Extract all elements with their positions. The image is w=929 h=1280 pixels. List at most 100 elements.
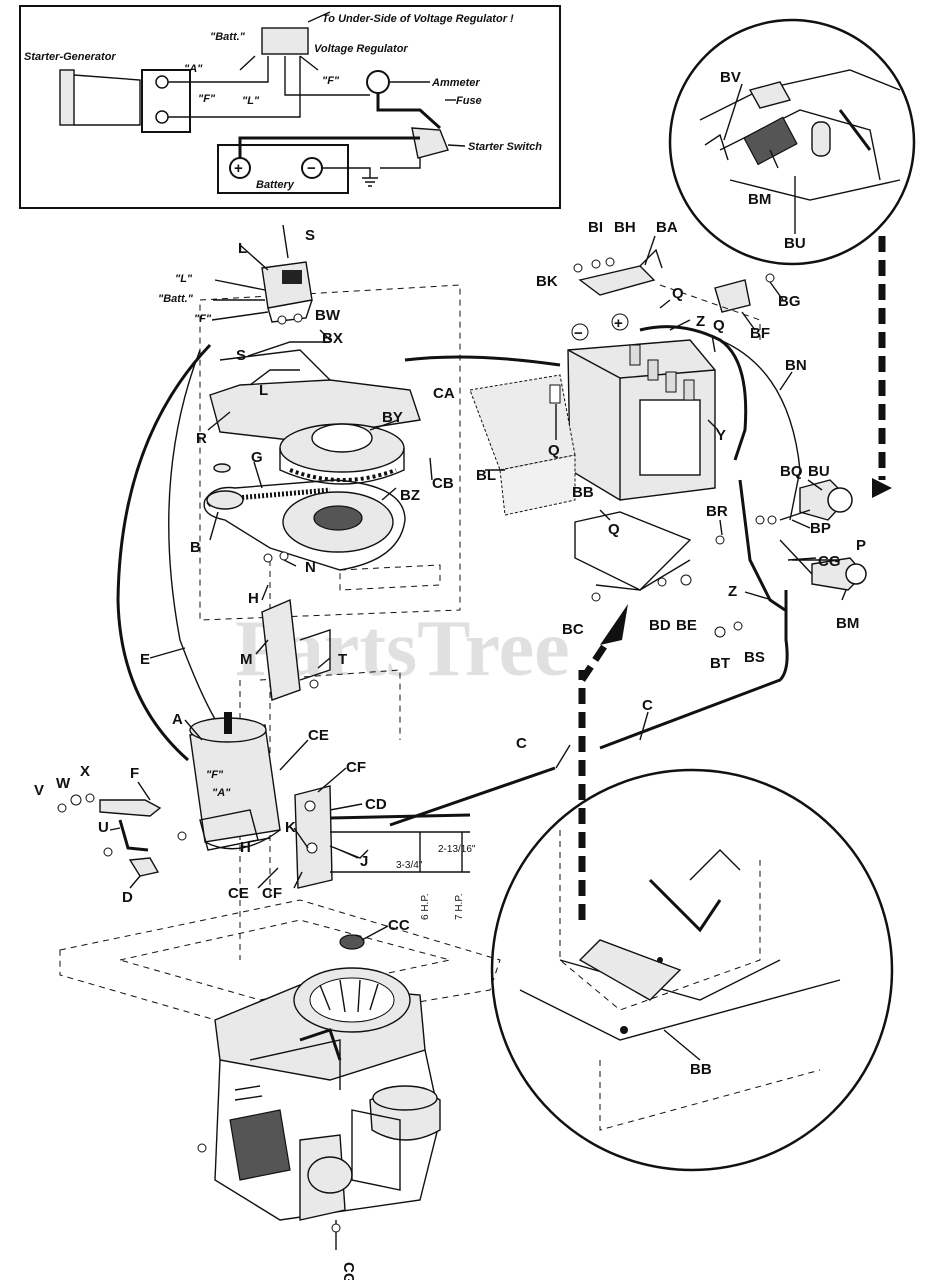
label-H-mid: H bbox=[248, 590, 259, 607]
label-E: E bbox=[140, 651, 150, 668]
hp-6-label: 6 H.P. bbox=[420, 894, 431, 921]
wiring-title: To Under-Side of Voltage Regulator ! bbox=[322, 13, 514, 25]
detail-circle-bottom bbox=[490, 768, 894, 1172]
reg-f-label: "F" bbox=[322, 75, 340, 87]
part-d bbox=[128, 857, 160, 877]
label-S-mid: S bbox=[236, 347, 246, 364]
bracket-m bbox=[261, 598, 301, 701]
label-BZ: BZ bbox=[400, 487, 420, 504]
label-L-mid: L bbox=[259, 382, 268, 399]
label-BR: BR bbox=[706, 503, 728, 520]
battery-plus-label: + bbox=[234, 160, 243, 177]
detail-circle-top bbox=[668, 18, 916, 266]
label-Q-2: Q bbox=[713, 317, 725, 334]
label-M: M bbox=[240, 651, 253, 668]
label-C-mid: C bbox=[516, 735, 527, 752]
reg-terminal-f-label: "F" bbox=[194, 313, 212, 325]
ground-symbol bbox=[362, 177, 378, 187]
gen-a-terminal-label: "A" bbox=[212, 787, 231, 799]
label-BI: BI bbox=[588, 219, 603, 236]
label-BP: BP bbox=[810, 520, 831, 537]
label-CC: CC bbox=[388, 917, 410, 934]
cable-e bbox=[116, 343, 212, 762]
bracket-ba bbox=[578, 265, 656, 296]
pulley-by bbox=[279, 423, 405, 485]
label-BK: BK bbox=[536, 273, 558, 290]
starter-switch-label: Starter Switch bbox=[468, 141, 542, 153]
battery-tray bbox=[574, 511, 692, 591]
label-BX: BX bbox=[322, 330, 343, 347]
label-BB-mid: BB bbox=[572, 484, 594, 501]
label-Y: Y bbox=[716, 427, 726, 444]
nut-cc bbox=[339, 934, 365, 950]
belt-g bbox=[203, 479, 406, 571]
starter-generator-label: Starter-Generator bbox=[24, 51, 116, 63]
reg-terminal-l-label: "L" bbox=[175, 273, 193, 285]
label-BS: BS bbox=[744, 649, 765, 666]
label-L-top: L bbox=[238, 240, 247, 257]
label-C-right: C bbox=[642, 697, 653, 714]
gen-f-label: "F" bbox=[198, 93, 216, 105]
cable-bn bbox=[719, 339, 801, 521]
label-CG-bottom: CG bbox=[340, 1262, 357, 1280]
label-CD: CD bbox=[365, 796, 387, 813]
label-CG-right: CG bbox=[818, 553, 841, 570]
cable-c-right bbox=[599, 590, 789, 750]
link-f bbox=[99, 799, 162, 817]
part-labels: S L S BW BX L R BY G CA CB BZ B N H M T … bbox=[34, 69, 866, 1280]
label-CB: CB bbox=[432, 475, 454, 492]
label-F: F bbox=[130, 765, 139, 782]
label-BM-circle: BM bbox=[748, 191, 771, 208]
gen-terminal-a bbox=[155, 75, 169, 89]
label-T: T bbox=[338, 651, 347, 668]
label-BM-right: BM bbox=[836, 615, 859, 632]
label-BU-circle: BU bbox=[784, 235, 806, 252]
cowling-r bbox=[209, 379, 421, 441]
label-CE-low: CE bbox=[228, 885, 249, 902]
gen-terminal-f bbox=[155, 110, 169, 124]
label-BB-circle: BB bbox=[690, 1061, 712, 1078]
wiring-inset: To Under-Side of Voltage Regulator ! Sta… bbox=[19, 5, 561, 209]
label-D: D bbox=[122, 889, 133, 906]
label-Q-1: Q bbox=[672, 285, 684, 302]
gen-a-label: "A" bbox=[184, 63, 203, 75]
label-W: W bbox=[56, 775, 71, 792]
label-CA: CA bbox=[433, 385, 455, 402]
label-BH: BH bbox=[614, 219, 636, 236]
label-H-low: H bbox=[240, 839, 251, 856]
label-BW: BW bbox=[315, 307, 341, 324]
voltage-regulator-part bbox=[261, 261, 313, 325]
label-Z-top: Z bbox=[696, 313, 705, 330]
bracket-t bbox=[299, 629, 331, 681]
label-V: V bbox=[34, 782, 44, 799]
frame-outline-lower bbox=[59, 899, 501, 1031]
ammeter-label: Ammeter bbox=[431, 77, 480, 89]
label-BV: BV bbox=[720, 69, 741, 86]
bracket-bf bbox=[714, 279, 751, 313]
voltage-regulator-box bbox=[261, 27, 309, 55]
label-BC: BC bbox=[562, 621, 584, 638]
label-BN: BN bbox=[785, 357, 807, 374]
label-CF-top: CF bbox=[346, 759, 366, 776]
battery-minus-label: − bbox=[307, 160, 316, 177]
label-BY-top: BY bbox=[382, 409, 403, 426]
label-Q-3: Q bbox=[548, 442, 560, 459]
starter-generator-body bbox=[73, 74, 141, 126]
voltage-regulator-label: Voltage Regulator bbox=[314, 43, 408, 55]
label-BE: BE bbox=[676, 617, 697, 634]
cable-c-mid bbox=[389, 766, 556, 827]
starter-generator-end bbox=[59, 69, 75, 126]
label-BD: BD bbox=[649, 617, 671, 634]
battery-part bbox=[567, 339, 716, 501]
starter-switch-symbol bbox=[411, 127, 449, 159]
label-B: B bbox=[190, 539, 201, 556]
reg-l-label: "L" bbox=[242, 95, 260, 107]
fuse-label: Fuse bbox=[456, 95, 482, 107]
label-G: G bbox=[251, 449, 263, 466]
arrow-right-head bbox=[872, 478, 892, 498]
battery-plus-part-label: + bbox=[614, 315, 623, 332]
label-Z-low: Z bbox=[728, 583, 737, 600]
label-P: P bbox=[856, 537, 866, 554]
bracket-cd bbox=[294, 785, 333, 889]
